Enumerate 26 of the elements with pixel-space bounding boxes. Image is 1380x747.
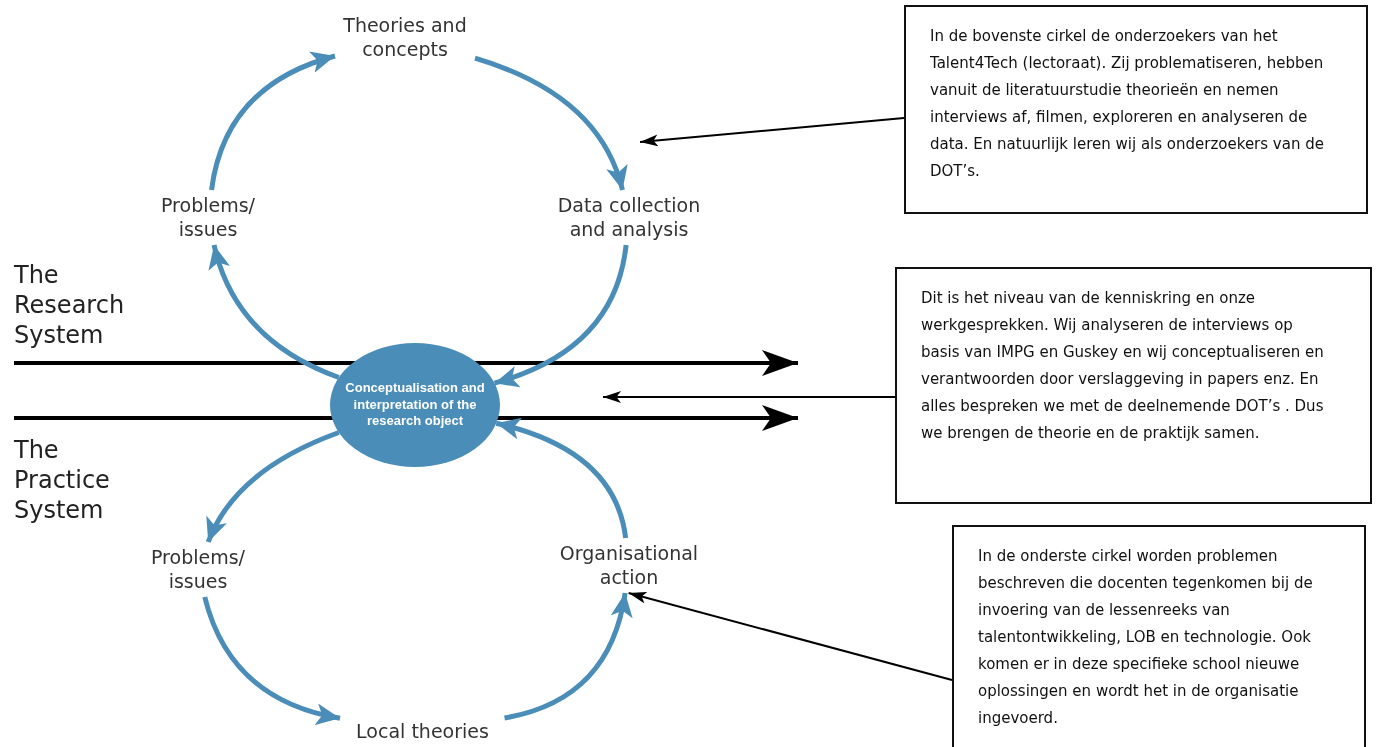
leader-arrow	[639, 117, 905, 147]
annotation-text: In de bovenste cirkel de onderzoekers van het Talent4Tech (lectoraat). Zij problematiseren, hebben vanuit de literatuurstudie theorieën en nemen interviews af, filmen, exploreren en analyseren de data. En natuurlijk leren wij als onderzoekers van de DOT’s.	[929, 26, 1325, 182]
annotation-text: Dit is het niveau van de kenniskring en onze werkgesprekken. Wij analyseren de interviews op basis van IMPG en Guskey en wij conceptualiseren en verantwoorden door verslaggeving in papers enz. En alles bespreken we met de deelnemende DOT’s . Dus we brengen de theorie en de praktijk samen.	[920, 288, 1325, 444]
annotation-box	[895, 267, 1372, 504]
diagram-label: Data collection and analysis	[540, 190, 718, 245]
leader-arrow	[602, 391, 896, 403]
system-label: The Practice System	[14, 435, 111, 525]
cycle-arrow	[495, 418, 629, 539]
cycle-arrow	[504, 592, 632, 721]
cycle-arrow	[209, 52, 336, 191]
diagram-label: Problems/ issues	[140, 542, 256, 597]
annotation-box	[904, 5, 1368, 214]
cycle-arrow	[205, 430, 340, 543]
cycle-arrow	[474, 55, 627, 191]
cycle-arrow	[202, 596, 341, 725]
annotation-box	[952, 525, 1366, 747]
diagram-label: Local theories	[340, 718, 505, 746]
diagram-label: Problems/ issues	[145, 190, 271, 245]
annotation-text: In de onderste cirkel worden problemen beschreven die docenten tegenkomen bij de invoering van de lessenreeks van talentontwikkeling, LOB en technologie. Ook komen er in deze specifieke school nieuwe oplossingen en wordt het in de organisatie ingevoerd.	[977, 546, 1314, 729]
diagram-label: Theories and concepts	[335, 10, 475, 65]
diagram-label: Organisational action	[540, 538, 718, 593]
cycle-arrow	[493, 244, 629, 387]
ellipse-text: Conceptualisation and interpretation of the research object	[344, 379, 486, 431]
system-label: The Research System	[14, 260, 126, 350]
cycle-arrow	[209, 244, 340, 380]
leader-arrow	[627, 591, 953, 681]
